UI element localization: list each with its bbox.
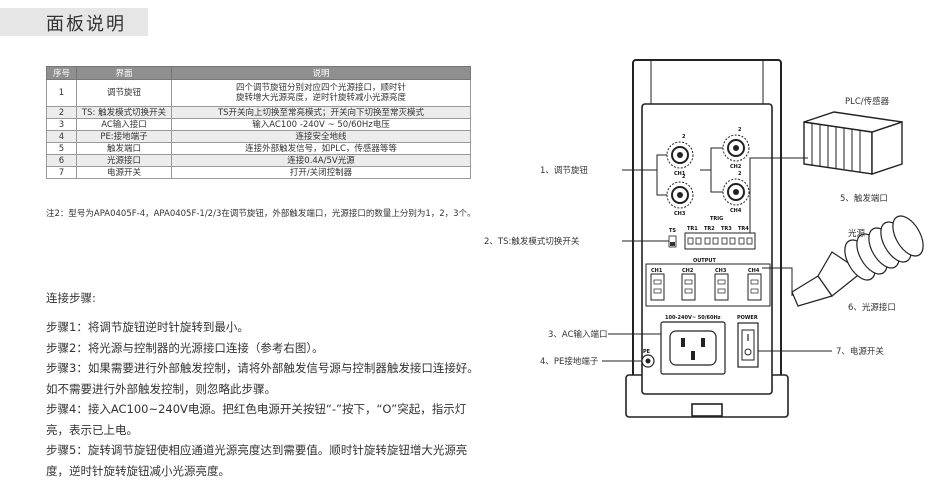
row-item: 触发端口: [76, 142, 172, 155]
leader-line: [700, 147, 723, 171]
step-item: 步骤5：旋转调节旋钮使相应通道光源亮度达到需要值。顺时针旋转旋钮增大光源亮度，逆…: [46, 443, 468, 478]
row-no: 6: [46, 154, 77, 167]
row-no: 3: [46, 118, 77, 131]
row-desc: 连接0.4A/5V光源: [171, 154, 471, 167]
steps-heading: 连接步骤:: [46, 291, 96, 305]
knob-label: CH3: [674, 211, 686, 217]
row-desc-line: 旋转增大光源亮度，逆时针旋转减小光源亮度: [235, 93, 406, 103]
power-label: POWER: [737, 315, 758, 321]
output-channel-label: CH2: [682, 268, 694, 274]
plc-label: PLC/传感器: [845, 96, 890, 107]
table-row: 2 TS: 触发模式切换开关 TS开关向上切换至常亮模式；开关向下切换至常灭模式: [46, 106, 471, 119]
table-row: 6 光源接口 连接0.4A/5V光源: [46, 154, 471, 167]
output-port-ch3[interactable]: CH3: [714, 268, 729, 301]
light-label: 光源: [848, 228, 866, 239]
power-switch[interactable]: [737, 322, 759, 368]
table-row: 3 AC输入接口 输入AC100 -240V ~ 50/60Hz电压: [46, 118, 471, 131]
callout-power: 7、电源开关: [836, 346, 884, 357]
pe-terminal[interactable]: [641, 354, 655, 368]
trig-channel-label: TR4: [738, 226, 749, 232]
knob-mark: 2: [738, 127, 742, 133]
step-item: 步骤1：将调节旋钮逆时针旋转到最小。: [46, 320, 249, 334]
plc-sensor-device: [803, 111, 903, 175]
trigger-terminal[interactable]: [684, 232, 756, 250]
trig-channel-label: TR3: [721, 226, 732, 232]
row-item: 光源接口: [76, 154, 172, 167]
table-row: 7 电源开关 打开/关闭控制器: [46, 166, 471, 179]
knob-label: CH4: [730, 208, 742, 214]
row-no: 4: [46, 130, 77, 143]
callout-trigger-port: 5、触发端口: [840, 193, 888, 204]
output-channel-label: CH1: [651, 268, 663, 274]
knob-label: CH1: [674, 171, 686, 177]
output-channel-label: CH4: [748, 268, 760, 274]
knob-ch3[interactable]: 2 CH3: [666, 174, 694, 217]
row-item: TS: 触发模式切换开关: [76, 106, 172, 119]
output-channel-label: CH3: [715, 268, 727, 274]
row-item: 电源开关: [76, 166, 172, 179]
knob-ch4[interactable]: 2 CH4: [722, 171, 750, 214]
row-desc: 四个调节旋钮分别对应四个光源接口，顺时针旋转增大光源亮度，逆时针旋转减小光源亮度: [171, 79, 471, 107]
output-wire: [762, 267, 793, 296]
light-source-device: [791, 215, 924, 307]
trig-channel-label: TR1: [687, 226, 698, 232]
title-bar: [0, 8, 148, 36]
row-no: 2: [46, 106, 77, 119]
callout-knobs: 1、调节旋钮: [540, 165, 588, 176]
foot-clip: [691, 403, 723, 417]
knob-mark: 2: [682, 174, 686, 180]
model-note: 注2：型号为APA0405F-4，APA0405F-1/2/3在调节旋钮，外部触…: [46, 209, 476, 219]
step-item: 步骤4：接入AC100~240V电源。把红色电源开关按钮“-”按下，“O”突起，…: [46, 402, 467, 437]
page-title: 面板说明: [46, 14, 126, 35]
step-item: 步骤3：如果需要进行外部触发控制，请将外部触发信号源与控制器触发接口连接好。如不…: [46, 361, 479, 396]
ts-label: TS: [669, 228, 676, 234]
controller-diagram: 2 CH1 2 CH2 2 CH3 2 CH4 TS TRIG TR1 TR2 …: [484, 59, 924, 418]
output-port-ch2[interactable]: CH2: [681, 268, 696, 301]
knob-mark: 2: [682, 134, 686, 140]
step-item: 步骤2：将光源与控制器的光源接口连接（参考右图）。: [46, 340, 324, 355]
row-desc: 连接外部触发信号，如PLC，传感器等等: [171, 142, 471, 155]
row-desc: TS开关向上切换至常亮模式；开关向下切换至常灭模式: [171, 106, 471, 119]
knob-ch1[interactable]: 2 CH1: [666, 134, 694, 177]
output-port-ch4[interactable]: CH4: [747, 268, 762, 301]
trigger-wire: [749, 157, 808, 233]
ac-rating: 100-240V~ 50/60Hz: [665, 315, 721, 321]
callout-ts-switch: 2、TS:触发模式切换开关: [484, 236, 580, 247]
ts-switch[interactable]: [668, 235, 677, 248]
header-item: 界面: [76, 66, 172, 80]
row-no: 7: [46, 166, 77, 179]
table-row: 1 调节旋钮 四个调节旋钮分别对应四个光源接口，顺时针旋转增大光源亮度，逆时针旋…: [46, 79, 471, 107]
callout-light-port: 6、光源接口: [848, 302, 896, 313]
row-desc: 连接安全地线: [171, 130, 471, 143]
header-desc: 说明: [171, 66, 471, 80]
row-item: 调节旋钮: [76, 79, 172, 107]
table-header-row: 序号 界面 说明: [46, 66, 471, 80]
trig-label: TRIG: [710, 216, 723, 222]
pe-label: PE: [643, 349, 651, 355]
ac-inlet[interactable]: [660, 321, 726, 375]
trig-channel-label: TR2: [704, 226, 715, 232]
leader-line: [656, 154, 667, 170]
row-item: PE:接地端子: [76, 130, 172, 143]
knob-label: CH2: [730, 164, 742, 170]
row-desc-line: 四个调节旋钮分别对应四个光源接口，顺时针: [235, 83, 406, 93]
spec-table: 序号 界面 说明 1 调节旋钮 四个调节旋钮分别对应四个光源接口，顺时针旋转增大…: [46, 66, 471, 179]
table-row: 5 触发端口 连接外部触发信号，如PLC，传感器等等: [46, 142, 471, 155]
output-port-ch1[interactable]: CH1: [650, 268, 665, 301]
output-label: OUTPUT: [693, 258, 716, 264]
row-item: AC输入接口: [76, 118, 172, 131]
knob-ch2[interactable]: 2 CH2: [722, 127, 750, 170]
row-desc: 输入AC100 -240V ~ 50/60Hz电压: [171, 118, 471, 131]
callout-pe: 4、PE接地端子: [540, 356, 599, 367]
callout-ac-input: 3、AC输入端口: [548, 329, 608, 340]
steps-list: 步骤1：将调节旋钮逆时针旋转到最小。 步骤2：将光源与控制器的光源接口连接（参考…: [46, 317, 480, 481]
leader-line: [656, 170, 667, 196]
row-desc: 打开/关闭控制器: [171, 166, 471, 179]
knob-mark: 2: [738, 171, 742, 177]
leader-line: [710, 170, 723, 193]
row-no: 5: [46, 142, 77, 155]
table-row: 4 PE:接地端子 连接安全地线: [46, 130, 471, 143]
header-no: 序号: [46, 66, 77, 80]
row-no: 1: [46, 79, 77, 107]
